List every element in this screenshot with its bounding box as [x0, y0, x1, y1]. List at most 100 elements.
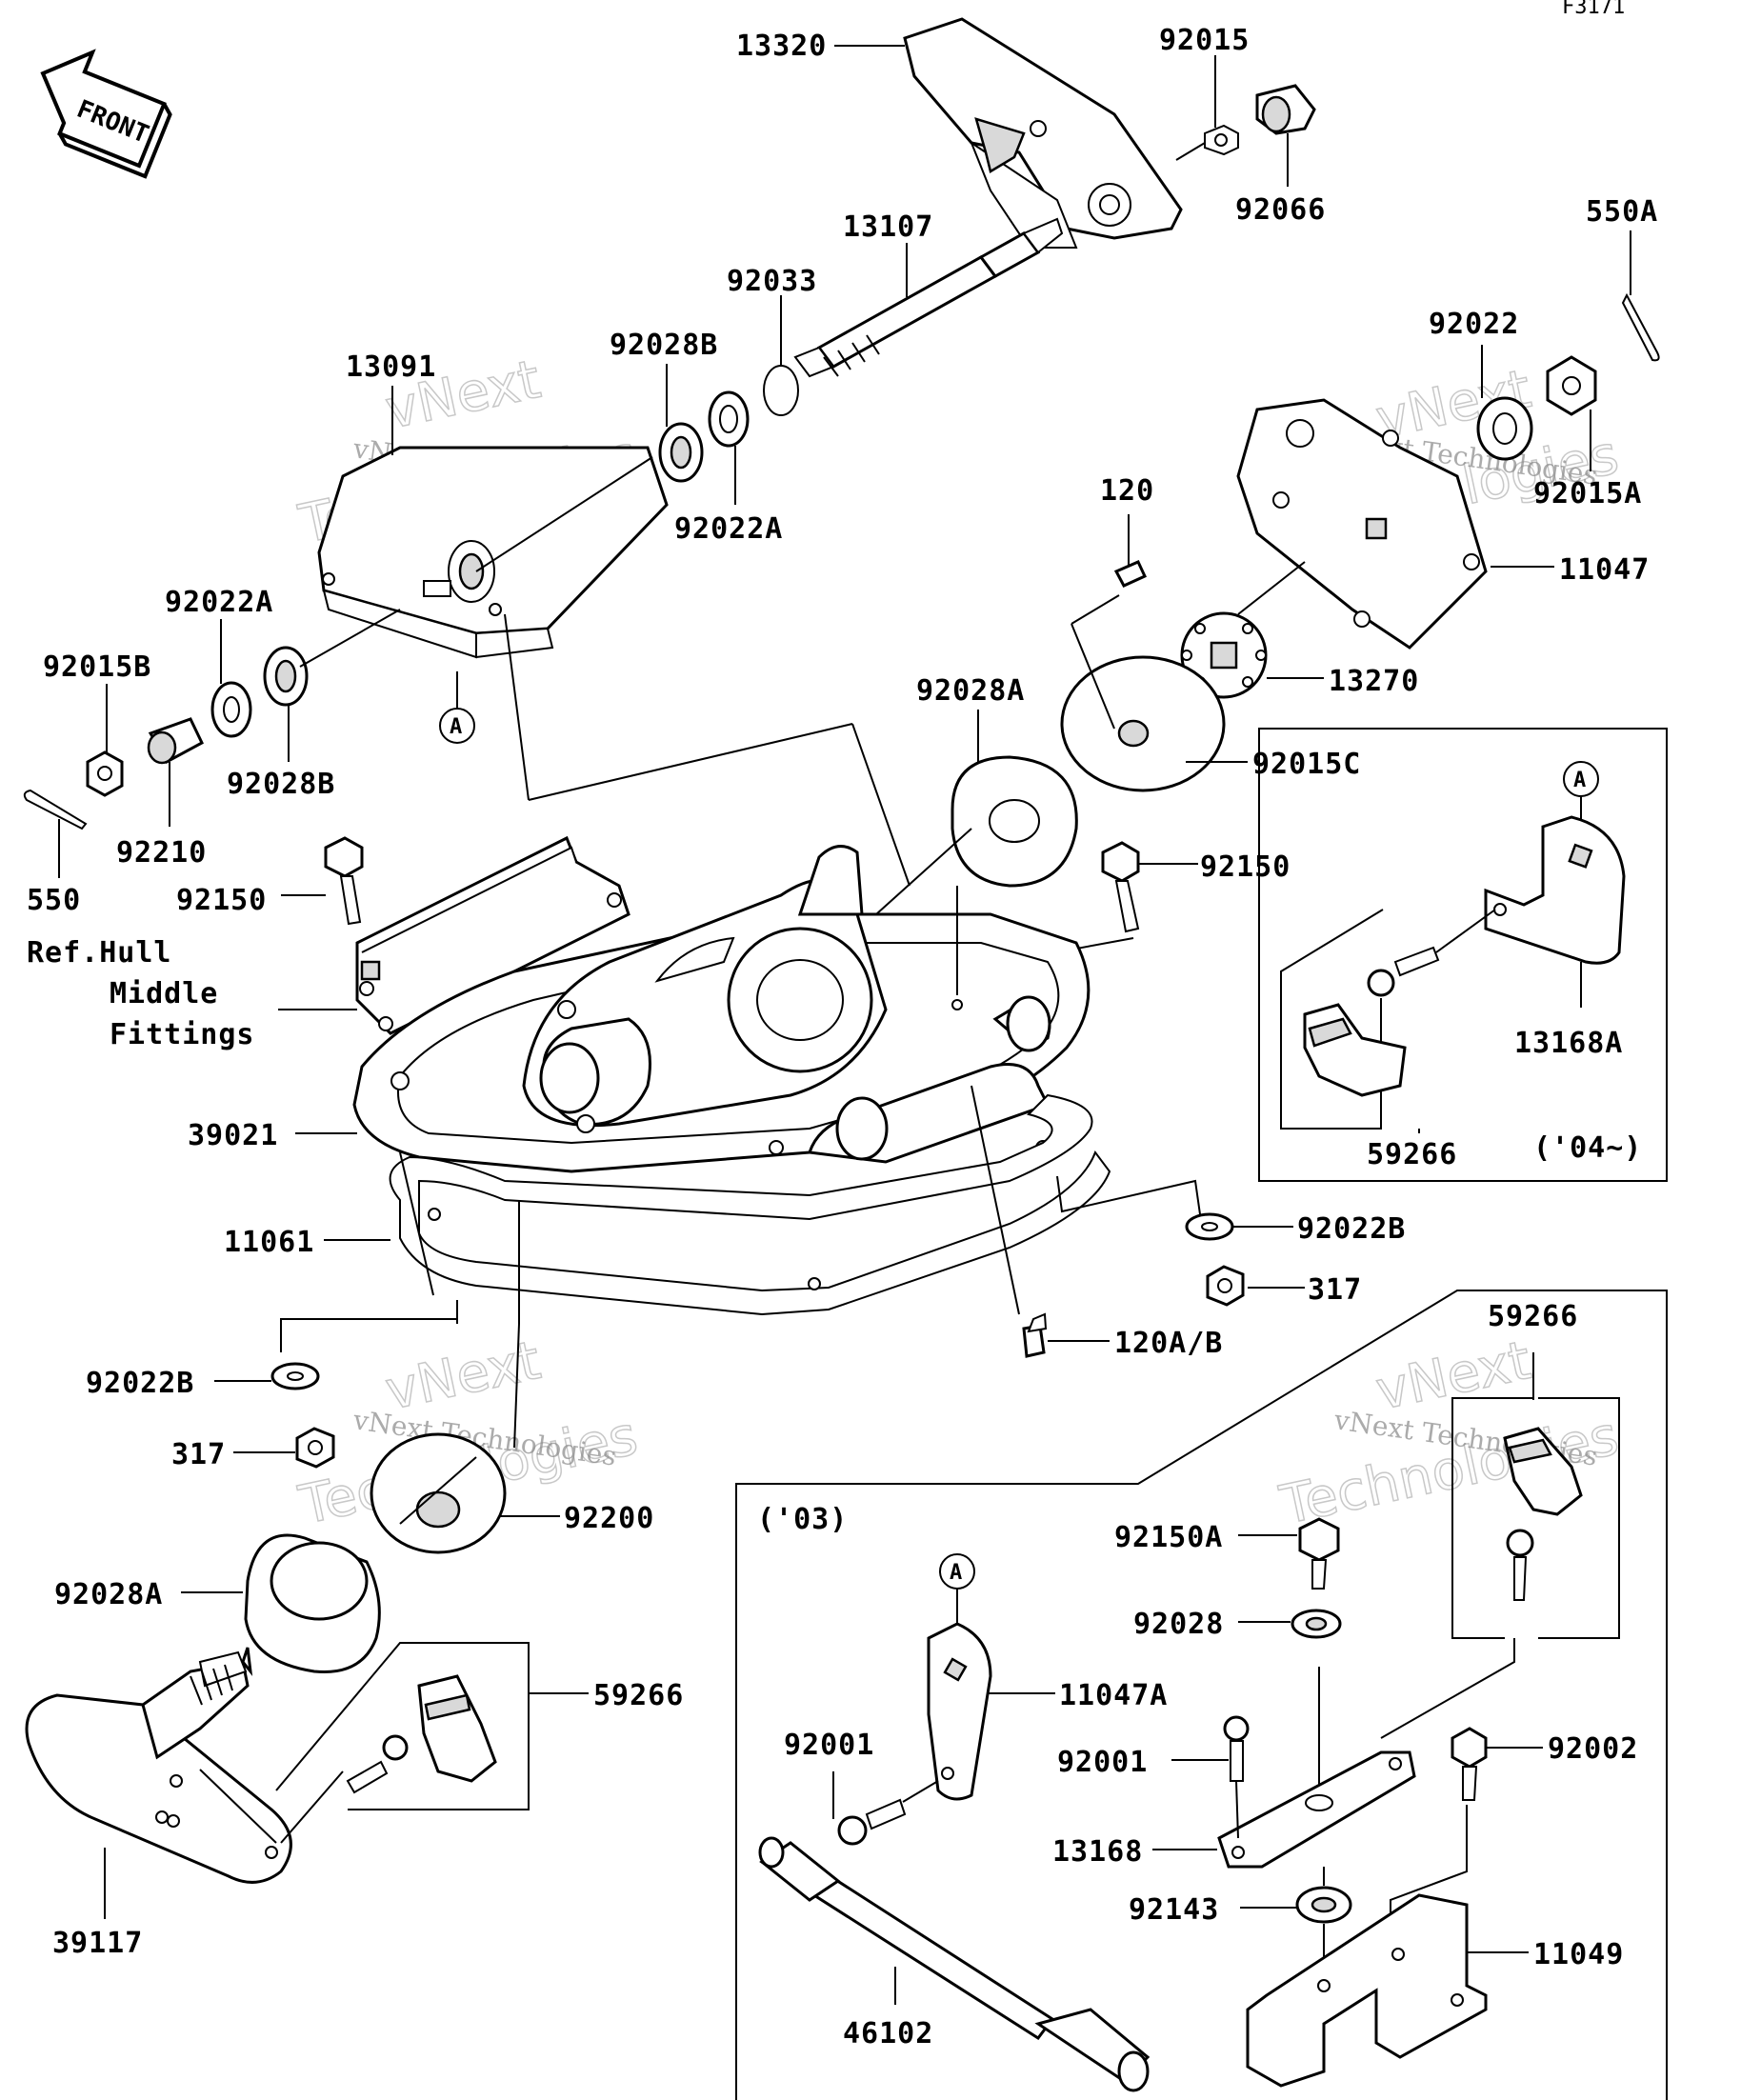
part-92022B-washer-left: [270, 1362, 320, 1390]
label-92150A: 92150A: [1114, 1521, 1223, 1554]
callout-letter: A: [450, 715, 462, 739]
part-317-nut-right: [1206, 1265, 1245, 1307]
part-ball-stud-92001-right: [1223, 1715, 1250, 1782]
label-13270: 13270: [1329, 665, 1419, 698]
part-92015A-nut: [1546, 355, 1597, 416]
part-ball-stud-04: [1367, 946, 1440, 997]
part-92015-nut: [1204, 124, 1239, 156]
label-92015: 92015: [1159, 24, 1250, 57]
label-92200: 92200: [564, 1502, 654, 1535]
part-92143-collar: [1295, 1886, 1352, 1924]
label-92015B: 92015B: [43, 650, 151, 684]
part-13270-plate: [1180, 611, 1268, 699]
part-120-bolt: [1113, 560, 1147, 588]
part-11047A-lever: [927, 1622, 992, 1801]
label-year-04: ('04~): [1533, 1131, 1642, 1165]
part-13091-housing: [317, 446, 669, 659]
reference-text-line-3: Fittings: [110, 1018, 255, 1051]
part-ball-stud-03: [1506, 1529, 1534, 1601]
part-hull-fitting-bracket: [355, 835, 630, 1035]
part-92150-bolt-right: [1101, 841, 1140, 933]
part-59266-cap-03: [1503, 1427, 1583, 1516]
watermark-vnext: vNext: [380, 1330, 546, 1423]
label-92022: 92022: [1429, 308, 1519, 341]
label-92150-left: 92150: [176, 884, 267, 917]
part-92028B-bushing-left: [263, 646, 309, 707]
label-92001-left: 92001: [784, 1729, 874, 1762]
label-92022B-right: 92022B: [1297, 1212, 1406, 1246]
reference-text-line-2: Middle: [110, 977, 218, 1010]
part-550-cotter-pin: [23, 789, 88, 830]
part-120AB-bolt: [1022, 1312, 1048, 1358]
label-11047: 11047: [1559, 553, 1650, 587]
part-39117-shaft-lever: [25, 1647, 292, 1884]
part-92200-washer: [370, 1432, 507, 1554]
part-13107-shaft: [793, 217, 1064, 378]
label-92066: 92066: [1235, 193, 1326, 227]
label-92022B-left: 92022B: [86, 1367, 194, 1400]
part-59266-cap-left: [417, 1674, 497, 1783]
label-317-right: 317: [1308, 1273, 1362, 1307]
group-59266-03: [1451, 1397, 1620, 1639]
part-92210-fitting: [147, 717, 204, 765]
label-59266-right: 59266: [1367, 1138, 1457, 1171]
detail-box-04: A: [1258, 728, 1668, 1182]
label-92002: 92002: [1548, 1732, 1638, 1766]
label-92033: 92033: [727, 265, 817, 298]
part-92033-circlip: [763, 365, 799, 416]
label-13091: 13091: [346, 350, 436, 384]
part-92028A-cup-left: [244, 1533, 381, 1674]
part-ball-stud-left: [346, 1734, 409, 1794]
detail-box-03: A: [735, 1290, 1668, 2100]
label-92143: 92143: [1129, 1893, 1219, 1927]
part-ball-stud-92001-left: [837, 1798, 907, 1846]
label-13320: 13320: [736, 30, 827, 63]
label-550A: 550A: [1586, 195, 1658, 229]
label-11049: 11049: [1533, 1938, 1624, 1971]
callout-letter: A: [1573, 769, 1586, 792]
label-46102: 46102: [843, 2017, 933, 2050]
reference-text-line-1: Ref.Hull: [27, 936, 172, 970]
label-317-left: 317: [171, 1438, 226, 1471]
part-11061-gasket: [389, 1093, 1111, 1316]
label-year-03: ('03): [757, 1503, 848, 1536]
front-arrow-icon: FRONT: [40, 49, 172, 179]
part-92150-bolt-left: [324, 836, 364, 926]
label-92015C: 92015C: [1252, 748, 1361, 781]
label-92028A-left: 92028A: [54, 1578, 163, 1611]
part-46102-rod: [758, 1836, 1151, 2092]
group-59266-04: [1280, 909, 1407, 1130]
label-13168: 13168: [1052, 1835, 1143, 1869]
label-59266-left: 59266: [593, 1679, 684, 1712]
part-92002-bolt: [1451, 1727, 1488, 1801]
label-550: 550: [27, 884, 81, 917]
part-13320-handle: [903, 17, 1183, 249]
label-59266-lower: 59266: [1488, 1300, 1578, 1333]
label-120: 120: [1100, 474, 1154, 508]
part-92022A-washer-left: [210, 681, 252, 738]
label-92210: 92210: [116, 836, 207, 870]
label-92028: 92028: [1133, 1608, 1224, 1641]
part-13168-plate: [1217, 1750, 1416, 1869]
part-550A-cotter-pin: [1621, 292, 1660, 362]
figure-code: F3171: [1562, 0, 1625, 19]
part-92028A-cup-top: [951, 755, 1078, 888]
group-59266-left: [275, 1642, 530, 1810]
label-92150-right: 92150: [1200, 850, 1291, 884]
label-13107: 13107: [843, 210, 933, 244]
callout-letter: A: [950, 1561, 962, 1585]
label-39117: 39117: [52, 1927, 143, 1960]
part-317-nut-left: [295, 1427, 335, 1469]
label-92015A: 92015A: [1533, 477, 1642, 510]
label-92028A-top: 92028A: [916, 674, 1025, 708]
part-92028-bushing: [1291, 1609, 1342, 1639]
part-92022-washer: [1476, 396, 1533, 461]
part-92022A-washer-top: [708, 390, 750, 448]
part-11047-arm: [1236, 398, 1488, 650]
part-39021-pump-housing: [352, 845, 1091, 1173]
label-92022A-top: 92022A: [674, 512, 783, 546]
label-11047A: 11047A: [1059, 1679, 1168, 1712]
label-39021: 39021: [188, 1119, 278, 1152]
label-11061: 11061: [224, 1226, 314, 1259]
